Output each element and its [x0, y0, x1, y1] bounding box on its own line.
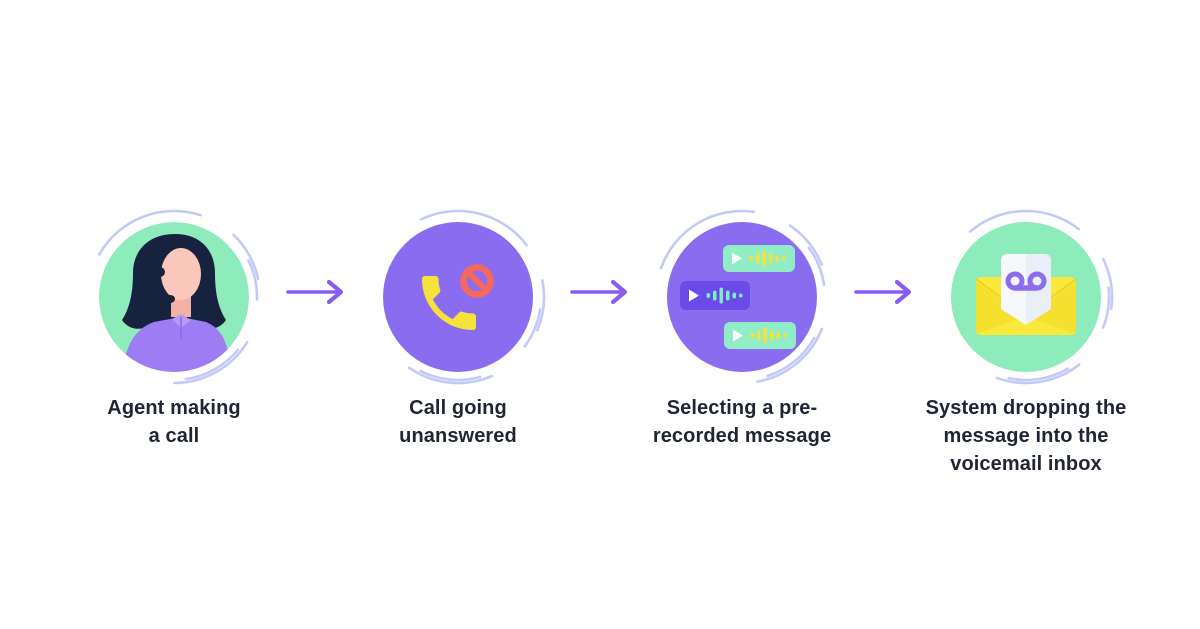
missed-call-icon [370, 209, 546, 385]
agent-shirt [122, 317, 231, 372]
audio-message-pill [724, 322, 796, 349]
decorative-arc-ring [86, 209, 262, 385]
phone-handset-icon [422, 276, 476, 330]
agent-headset [155, 267, 175, 303]
waveform [706, 287, 743, 304]
decorative-arc-ring [654, 209, 830, 385]
step-agent-call: Agent making a call [49, 202, 299, 450]
step-label: Selecting a pre- recorded message [652, 397, 832, 447]
step-label: Agent making a call [107, 397, 241, 447]
flow-arrow [854, 279, 912, 305]
play-icon [732, 252, 742, 265]
arrow-right-icon [570, 279, 628, 305]
flow-arrow [570, 279, 628, 305]
step-voicemail-drop: System dropping the message into the voi… [901, 202, 1151, 478]
arrow-right-icon [854, 279, 912, 305]
agent-avatar-icon [86, 209, 262, 385]
voicemail-icon [1005, 271, 1047, 291]
decorative-arc-ring [938, 209, 1114, 385]
audio-message-pill-selected [680, 281, 750, 310]
play-icon [689, 289, 699, 302]
voicemail-paper [1001, 254, 1051, 325]
play-icon [733, 329, 743, 342]
arrow-right-icon [286, 279, 344, 305]
flow-arrow [286, 279, 344, 305]
agent-face [161, 248, 201, 300]
blocked-icon [460, 264, 494, 298]
step-label: System dropping the message into the voi… [925, 397, 1127, 475]
step-label: Call going unanswered [399, 397, 517, 447]
audio-message-pill [723, 245, 795, 272]
recorded-messages-icon [654, 209, 830, 385]
waveform [750, 327, 787, 344]
voicemail-inbox-icon [938, 209, 1114, 385]
waveform [749, 250, 786, 267]
decorative-arc-ring [370, 209, 546, 385]
voicemail-drop-flow-diagram: Agent making a call Call going unanswere… [49, 202, 1151, 478]
step-select-message: Selecting a pre- recorded message [617, 202, 867, 450]
step-unanswered-call: Call going unanswered [333, 202, 583, 450]
